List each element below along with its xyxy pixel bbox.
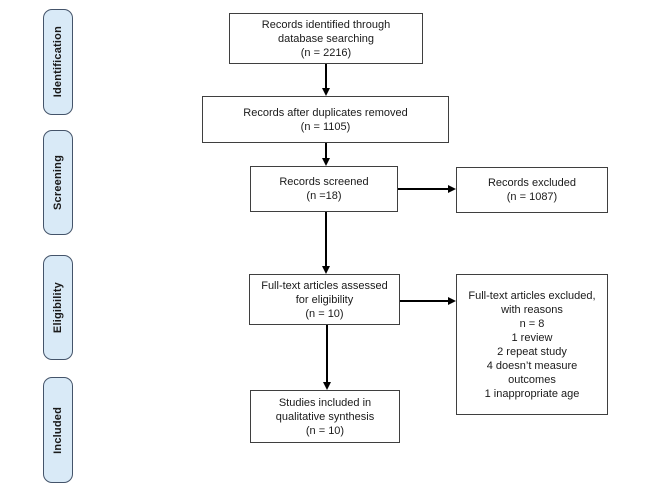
stage-box-included: Included <box>43 377 73 483</box>
arrow-fulltext-to-excluded <box>400 300 448 302</box>
stage-label-screening: Screening <box>52 155 64 210</box>
node-records-excluded: Records excluded (n = 1087) <box>456 167 608 213</box>
stage-label-identification: Identification <box>52 26 64 98</box>
stage-label-included: Included <box>52 406 64 454</box>
node-records-screened: Records screened (n =18) <box>250 166 398 212</box>
node-fulltext-assessed: Full-text articles assessed for eligibil… <box>249 274 400 325</box>
arrow-screened-to-fulltext <box>325 212 327 266</box>
arrow-identified-to-duplicates <box>325 64 327 88</box>
node-records-screened-text: Records screened (n =18) <box>279 176 369 202</box>
arrow-duplicates-to-screened <box>325 143 327 158</box>
stage-box-screening: Screening <box>43 130 73 235</box>
node-records-excluded-text: Records excluded (n = 1087) <box>487 177 577 203</box>
node-included-synthesis: Studies included in qualitative synthesi… <box>250 390 400 443</box>
stage-label-eligibility: Eligibility <box>52 281 64 334</box>
node-duplicates-removed-text: Records after duplicates removed (n = 11… <box>243 106 408 133</box>
stage-box-identification: Identification <box>43 9 73 115</box>
node-included-synthesis-text: Studies included in qualitative synthesi… <box>275 396 375 437</box>
node-fulltext-excluded: Full-text articles excluded, with reason… <box>456 274 608 415</box>
node-duplicates-removed: Records after duplicates removed (n = 11… <box>202 96 449 143</box>
arrow-screened-to-excluded <box>398 188 448 190</box>
stage-box-eligibility: Eligibility <box>43 255 73 360</box>
node-records-identified-text: Records identified through database sear… <box>261 18 391 59</box>
arrow-fulltext-to-included <box>326 325 328 382</box>
node-fulltext-assessed-text: Full-text articles assessed for eligibil… <box>261 279 388 320</box>
node-records-identified: Records identified through database sear… <box>229 13 423 64</box>
node-fulltext-excluded-text: Full-text articles excluded, with reason… <box>468 289 596 400</box>
